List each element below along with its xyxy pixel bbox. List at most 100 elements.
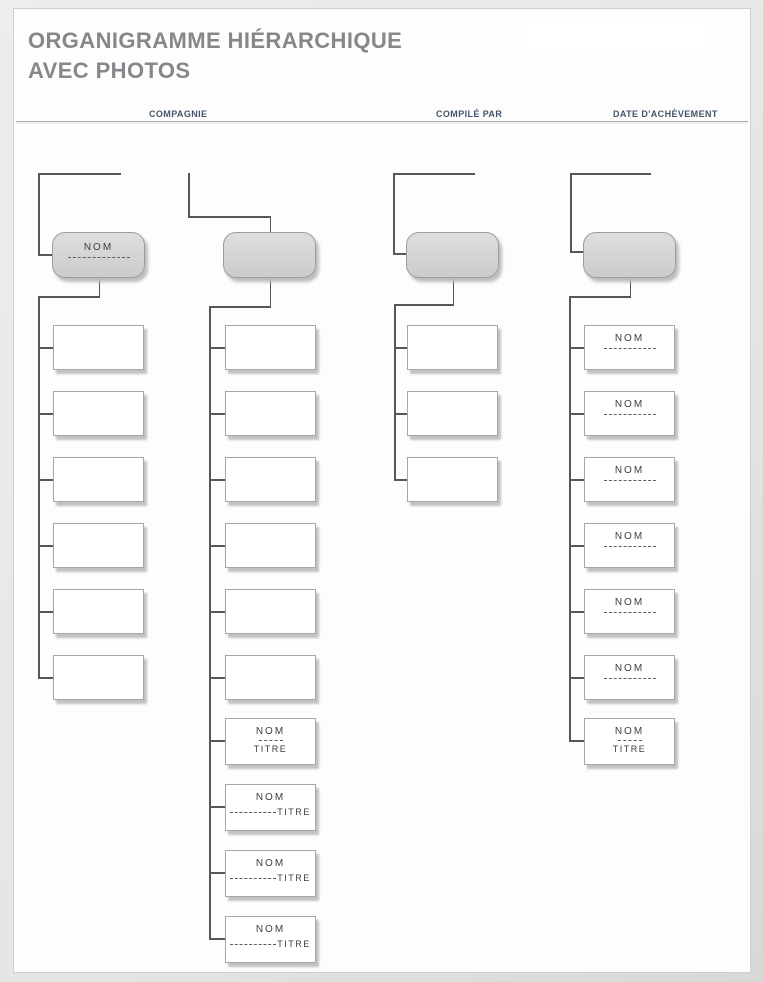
name-label: NOM (255, 792, 286, 803)
connector-line (569, 677, 584, 679)
header-field-company: COMPAGNIE (149, 109, 208, 119)
org-box[interactable]: NOM (584, 391, 675, 436)
connector-line (209, 677, 225, 679)
connector-line (209, 938, 225, 940)
connector-line (209, 740, 225, 742)
header-field-compiled-by: COMPILÉ PAR (436, 109, 503, 119)
page-title-line1: ORGANIGRAMME HIÉRARCHIQUE (28, 28, 403, 53)
dashed-fill-line (67, 257, 130, 258)
connector-line (38, 254, 52, 256)
title-label: TITRE (277, 807, 311, 817)
org-box[interactable] (407, 391, 498, 436)
org-box[interactable]: NOM (584, 589, 675, 634)
connector-line (209, 306, 271, 308)
dashed-fill-line (603, 612, 656, 613)
title-label: TITRE (277, 873, 311, 883)
logo-placeholder[interactable] (528, 23, 706, 55)
org-box[interactable] (53, 523, 144, 568)
connector-line (569, 413, 584, 415)
connector-line (38, 296, 100, 298)
org-box[interactable] (225, 655, 316, 700)
dash-title-row: TITRE (226, 939, 315, 949)
connector-line (452, 278, 454, 306)
connector-line (569, 479, 584, 481)
org-box[interactable] (53, 655, 144, 700)
connector-line (38, 677, 53, 679)
dashed-fill-line (603, 348, 656, 349)
connector-line (209, 347, 225, 349)
title-label: TITRE (253, 744, 288, 754)
org-root-box-branch-3[interactable] (406, 232, 499, 278)
connector-line (394, 413, 407, 415)
name-label: NOM (614, 726, 645, 737)
org-box[interactable]: NOM (584, 457, 675, 502)
org-box[interactable]: NOM (584, 523, 675, 568)
connector-line (394, 347, 407, 349)
org-box[interactable] (53, 325, 144, 370)
connector-line (570, 173, 572, 253)
org-chart: NOM NOM TITRE NOM TITRE NOM TITRE NOM TITRE NOM NO… (14, 9, 750, 972)
name-label: NOM (614, 399, 645, 410)
org-box[interactable] (225, 391, 316, 436)
connector-line (38, 479, 53, 481)
document-page: ORGANIGRAMME HIÉRARCHIQUE AVEC PHOTOS CO… (13, 8, 751, 973)
org-box[interactable]: NOM (584, 325, 675, 370)
dash-title-row: TITRE (226, 873, 315, 883)
connector-line (38, 173, 121, 175)
connector-line (269, 216, 271, 232)
name-label: NOM (614, 597, 645, 608)
org-box[interactable] (53, 391, 144, 436)
name-label: NOM (255, 726, 286, 737)
connector-line (38, 611, 53, 613)
connector-line (394, 304, 454, 306)
title-label: TITRE (277, 939, 311, 949)
name-label: NOM (614, 465, 645, 476)
dashed-fill-line (230, 811, 277, 813)
connector-line (209, 872, 225, 874)
org-box[interactable]: NOM (584, 655, 675, 700)
org-box[interactable] (225, 589, 316, 634)
connector-line (38, 296, 40, 679)
org-box[interactable]: NOM TITRE (584, 718, 675, 765)
org-box[interactable] (225, 523, 316, 568)
connector-line (98, 278, 100, 298)
dashed-fill-line (230, 943, 277, 945)
connector-line (209, 611, 225, 613)
root-name-label: NOM (83, 242, 114, 253)
org-box[interactable] (53, 457, 144, 502)
connector-line (38, 413, 53, 415)
org-box[interactable]: NOM TITRE (225, 718, 316, 765)
org-root-box-branch-1[interactable]: NOM (52, 232, 145, 278)
name-label: NOM (614, 531, 645, 542)
connector-line (569, 296, 631, 298)
connector-line (38, 347, 53, 349)
connector-line (209, 806, 225, 808)
header-rule (16, 121, 748, 122)
org-box[interactable] (225, 457, 316, 502)
connector-line (209, 545, 225, 547)
connector-line (393, 173, 475, 175)
dashed-fill-line (603, 678, 656, 679)
org-box[interactable] (53, 589, 144, 634)
org-root-box-branch-4[interactable] (583, 232, 676, 278)
connector-line (394, 479, 407, 481)
connector-line (570, 251, 583, 253)
connector-line (393, 173, 395, 255)
dashed-fill-line (258, 740, 283, 741)
org-box[interactable] (225, 325, 316, 370)
connector-line (393, 253, 406, 255)
dashed-fill-line (617, 740, 642, 741)
connector-line (569, 611, 584, 613)
title-label: TITRE (612, 744, 647, 754)
connector-line (570, 173, 651, 175)
org-root-box-branch-2[interactable] (223, 232, 316, 278)
org-box[interactable]: NOM TITRE (225, 784, 316, 831)
name-label: NOM (255, 858, 286, 869)
dashed-fill-line (603, 414, 656, 415)
org-box[interactable]: NOM TITRE (225, 850, 316, 897)
connector-line (209, 306, 211, 940)
connector-line (188, 216, 270, 218)
org-box[interactable] (407, 325, 498, 370)
org-box[interactable] (407, 457, 498, 502)
